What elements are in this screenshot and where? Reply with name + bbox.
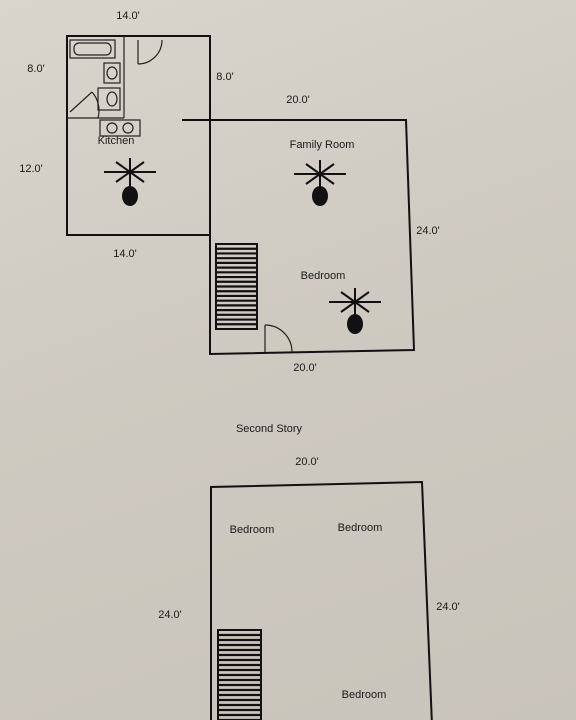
stairs-icon: [217, 629, 262, 720]
second-story-walls: [210, 480, 433, 720]
bedroom-dim-bottom: 20.0': [293, 362, 317, 374]
bedroom-label-2: Bedroom: [338, 522, 383, 534]
bedroom-label-1: Bedroom: [230, 524, 275, 536]
second-story: Second Story 20.0' 24.0' 24.0' Bedroom B…: [158, 423, 460, 720]
stove-icon: [99, 119, 141, 137]
kitchen-dim-bottom: 14.0': [113, 248, 137, 260]
bathtub-icon: [69, 39, 116, 59]
bedroom-dim-right: 24.0': [416, 225, 440, 237]
kitchen-dim-left-lower: 12.0': [19, 163, 43, 175]
kitchen-dim-left-upper: 8.0': [27, 63, 44, 75]
bedroom-label: Bedroom: [301, 270, 346, 282]
main-room-walls: [182, 119, 416, 356]
door-swing-icon: [264, 324, 293, 353]
family-room-dim-top: 20.0': [286, 94, 310, 106]
second-story-dim-right: 24.0': [436, 601, 460, 613]
kitchen-label: Kitchen: [98, 135, 135, 147]
bedroom-label-3: Bedroom: [342, 689, 387, 701]
second-story-dim-top: 20.0': [295, 456, 319, 468]
ceiling-fan-icon: [294, 160, 346, 206]
family-room-label: Family Room: [290, 139, 355, 151]
door-swing-icon: [137, 39, 163, 65]
kitchen-dim-right-upper: 8.0': [216, 71, 233, 83]
door-swing-icon: [69, 91, 100, 119]
kitchen-dim-top: 14.0': [116, 10, 140, 22]
second-story-title: Second Story: [236, 423, 303, 435]
kitchen-walls: [66, 35, 211, 236]
ceiling-fan-icon: [104, 158, 156, 206]
first-floor: 14.0' 8.0' 8.0' 12.0' 14.0' Kitchen 20.0…: [19, 10, 440, 374]
second-story-dim-left: 24.0': [158, 609, 182, 621]
stairs-icon: [215, 243, 258, 330]
sink-icon: [97, 87, 121, 111]
toilet-icon: [103, 62, 121, 84]
ceiling-fan-icon: [329, 288, 381, 334]
